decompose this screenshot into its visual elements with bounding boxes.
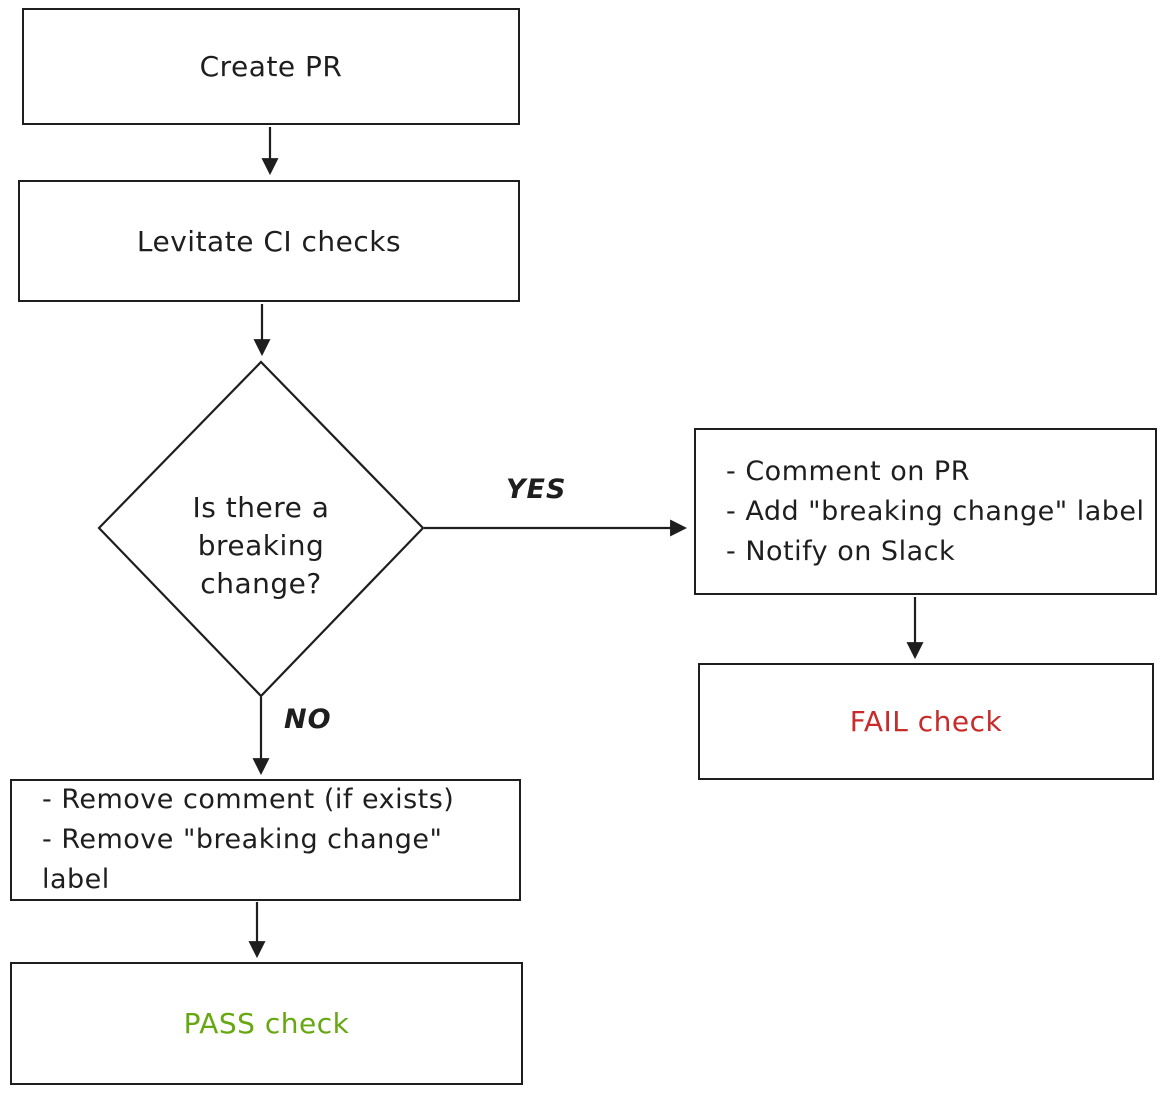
node-decision-label: Is there a breaking change? [192, 491, 330, 600]
node-no-actions: - Remove comment (if exists) - Remove "b… [10, 779, 521, 901]
node-create-pr: Create PR [22, 8, 520, 125]
node-fail-check: FAIL check [698, 663, 1154, 780]
no-action-remove-label: - Remove "breaking change" label [42, 824, 443, 895]
node-fail-check-label: FAIL check [849, 705, 1003, 738]
no-action-remove-comment: - Remove comment (if exists) [42, 784, 455, 815]
yes-action-add-label: - Add "breaking change" label [726, 495, 1145, 527]
yes-action-comment: - Comment on PR [726, 455, 970, 487]
node-ci-checks-label: Levitate CI checks [136, 224, 402, 258]
edge-label-no: NO [284, 704, 332, 735]
node-create-pr-label: Create PR [199, 50, 343, 83]
node-pass-check-label: PASS check [183, 1007, 350, 1040]
node-yes-actions: - Comment on PR - Add "breaking change" … [694, 428, 1157, 595]
yes-action-notify: - Notify on Slack [726, 535, 956, 567]
node-ci-checks: Levitate CI checks [18, 180, 520, 302]
decision-diamond-shape [97, 360, 425, 698]
node-pass-check: PASS check [10, 962, 523, 1085]
edge-label-yes: YES [506, 474, 567, 505]
